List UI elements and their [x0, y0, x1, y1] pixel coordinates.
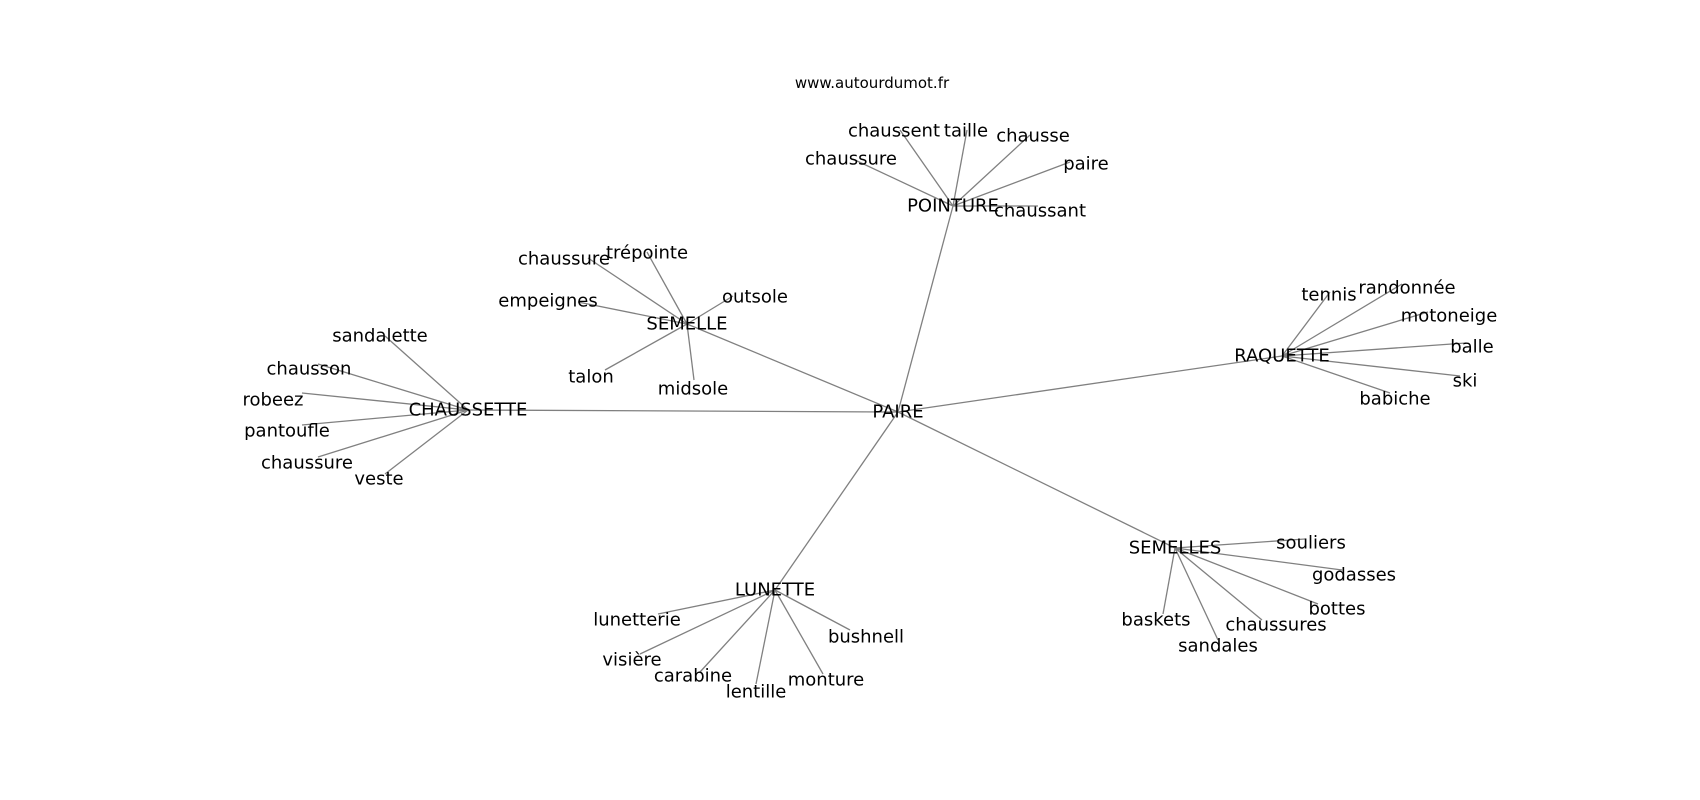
edge-hub-to-leaf — [755, 589, 776, 685]
edge-hub-to-leaf — [1174, 547, 1343, 571]
leaf-node-label: ski — [1453, 371, 1478, 392]
edge-hub-to-leaf — [1281, 342, 1467, 357]
edge-hub-to-leaf — [301, 392, 469, 411]
leaf-node-label: talon — [568, 367, 614, 388]
edge-hub-to-leaf — [774, 589, 851, 631]
leaf-node-label: pantoufle — [244, 421, 330, 442]
leaf-node-label: chaussent — [848, 121, 940, 142]
edge-center-to-hub — [774, 411, 899, 591]
edge-hub-to-leaf — [952, 161, 1071, 207]
edge-center-to-hub — [467, 409, 899, 413]
edge-hub-to-leaf — [639, 589, 776, 655]
edge-hub-to-leaf — [577, 301, 688, 325]
edge-hub-to-leaf — [657, 589, 776, 615]
leaf-node-label: chaussure — [261, 453, 353, 474]
hub-node-label: SEMELLES — [1129, 538, 1222, 559]
edge-hub-to-leaf — [1174, 547, 1319, 605]
hub-node-label: POINTURE — [907, 196, 999, 217]
edge-hub-to-leaf — [384, 409, 469, 475]
edge-center-to-hub — [686, 323, 899, 413]
leaf-node-label: babiche — [1359, 389, 1430, 410]
leaf-node-label: trépointe — [606, 243, 688, 264]
leaf-node-label: chaussure — [518, 249, 610, 270]
leaf-node-label: paire — [1063, 154, 1109, 175]
leaf-node-label: lunetterie — [593, 610, 681, 631]
leaf-node-label: chaussure — [805, 149, 897, 170]
hub-node-label: RAQUETTE — [1234, 346, 1330, 367]
hub-node-label: SEMELLE — [646, 314, 727, 335]
edge-hub-to-leaf — [774, 589, 824, 675]
leaf-node-label: godasses — [1312, 565, 1396, 586]
edge-hub-to-leaf — [686, 323, 695, 381]
leaf-node-label: souliers — [1276, 533, 1346, 554]
leaf-node-label: tennis — [1301, 285, 1356, 306]
edge-hub-to-leaf — [952, 129, 968, 207]
leaf-node-label: chausse — [996, 126, 1070, 147]
edge-hub-to-leaf — [1281, 355, 1461, 377]
edge-hub-to-leaf — [1174, 538, 1306, 549]
source-watermark: www.autourdumot.fr — [795, 74, 950, 92]
edge-hub-to-leaf — [1281, 311, 1429, 357]
edge-center-to-hub — [897, 411, 1176, 549]
hub-node-label: LUNETTE — [735, 580, 815, 601]
edge-hub-to-leaf — [1281, 283, 1403, 357]
leaf-node-label: carabine — [654, 666, 732, 687]
edge-center-to-hub — [897, 205, 954, 413]
leaf-node-label: bushnell — [828, 627, 904, 648]
leaf-node-label: monture — [788, 670, 865, 691]
edge-hub-to-leaf — [1281, 291, 1331, 357]
leaf-node-label: chausson — [267, 359, 352, 380]
leaf-node-label: taille — [944, 121, 988, 142]
leaf-node-label: bottes — [1308, 599, 1365, 620]
leaf-node-label: veste — [354, 469, 403, 490]
leaf-node-label: outsole — [722, 287, 788, 308]
edge-hub-to-leaf — [317, 409, 469, 458]
edge-hub-to-leaf — [1174, 547, 1263, 621]
leaf-node-label: visière — [602, 650, 661, 671]
edge-hub-to-leaf — [1174, 547, 1219, 641]
edge-hub-to-leaf — [1162, 547, 1176, 615]
leaf-node-label: chaussures — [1225, 615, 1326, 636]
edge-hub-to-leaf — [899, 129, 954, 207]
edge-hub-to-leaf — [587, 257, 688, 325]
leaf-node-label: lentille — [726, 682, 787, 703]
leaf-node-label: sandales — [1178, 636, 1258, 657]
edge-hub-to-leaf — [604, 323, 688, 371]
graph-edges — [301, 129, 1467, 685]
leaf-node-label: balle — [1450, 337, 1494, 358]
hub-node-label: CHAUSSETTE — [409, 400, 528, 421]
leaf-node-label: empeignes — [498, 291, 597, 312]
edge-center-to-hub — [897, 355, 1283, 413]
leaf-node-label: chaussant — [994, 201, 1086, 222]
leaf-node-label: baskets — [1121, 610, 1190, 631]
edge-hub-to-leaf — [854, 159, 954, 207]
edge-hub-to-leaf — [646, 251, 688, 325]
edge-hub-to-leaf — [301, 409, 469, 426]
edge-hub-to-leaf — [686, 295, 734, 325]
leaf-node-label: sandalette — [332, 326, 428, 347]
center-node-label: PAIRE — [872, 402, 923, 423]
leaf-node-label: midsole — [658, 379, 728, 400]
edge-hub-to-leaf — [699, 589, 776, 673]
leaf-node-label: motoneige — [1401, 306, 1498, 327]
edge-hub-to-leaf — [952, 134, 1031, 207]
edge-hub-to-leaf — [317, 363, 469, 411]
edge-hub-to-leaf — [384, 335, 469, 411]
leaf-node-label: randonnée — [1358, 278, 1455, 299]
leaf-node-label: robeez — [242, 390, 303, 411]
edge-hub-to-leaf — [1281, 355, 1391, 394]
